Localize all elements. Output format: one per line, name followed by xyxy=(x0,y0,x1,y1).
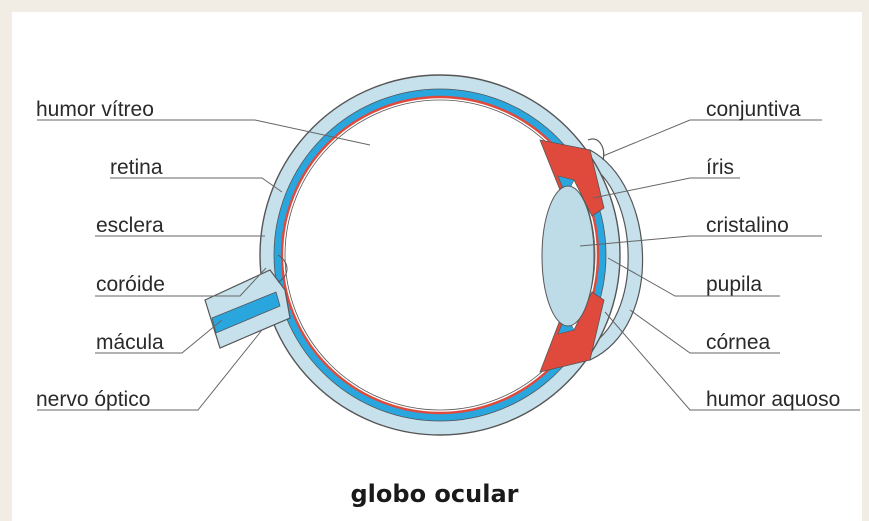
label-iris: íris xyxy=(706,156,734,180)
label-nervo-optico: nervo óptico xyxy=(36,388,150,412)
label-pupila: pupila xyxy=(706,273,762,297)
label-cristalino: cristalino xyxy=(706,214,789,238)
label-humor-aquoso: humor aquoso xyxy=(706,388,840,412)
label-cornea: córnea xyxy=(706,331,770,355)
label-retina: retina xyxy=(110,156,163,180)
label-coroide: coróide xyxy=(96,273,165,297)
diagram-title: globo ocular xyxy=(0,480,869,508)
label-humor-vitreo: humor vítreo xyxy=(36,98,154,122)
label-macula: mácula xyxy=(96,331,164,355)
label-conjuntiva: conjuntiva xyxy=(706,98,801,122)
lens xyxy=(542,186,594,326)
label-esclera: esclera xyxy=(96,214,164,238)
